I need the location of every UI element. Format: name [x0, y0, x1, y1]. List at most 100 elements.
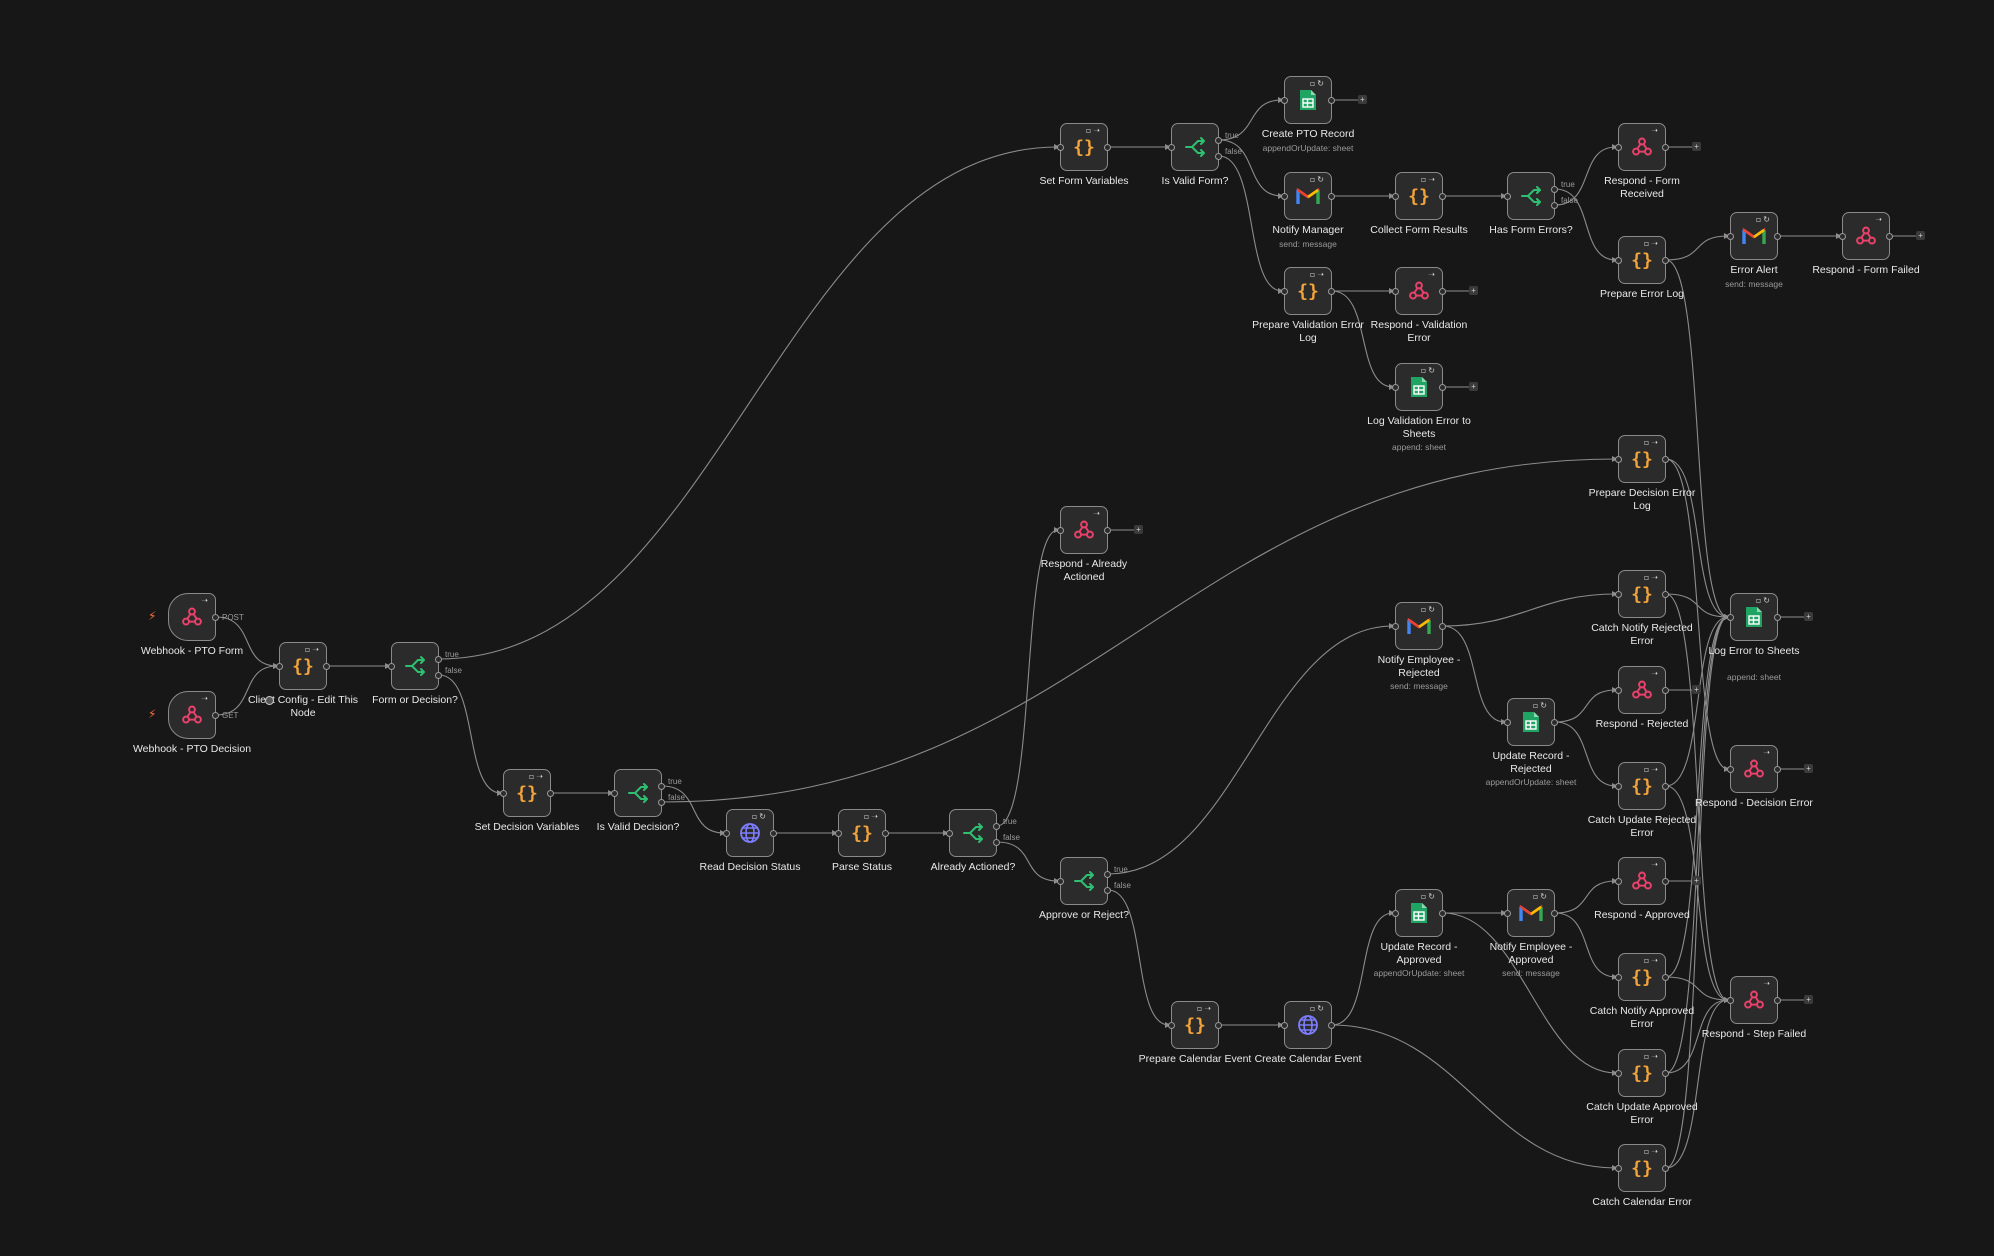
input-port[interactable]: [1504, 719, 1511, 726]
node-upd-app[interactable]: ▫↻: [1392, 889, 1446, 937]
input-port[interactable]: [1615, 783, 1622, 790]
node-already[interactable]: [946, 809, 1000, 857]
output-port[interactable]: [1439, 384, 1446, 391]
node-upd-rej[interactable]: ▫↻: [1504, 698, 1558, 746]
output-port[interactable]: [323, 663, 330, 670]
node-readdec[interactable]: ▫↻: [723, 809, 777, 857]
node-catch-cal[interactable]: {}▫➝: [1615, 1144, 1669, 1192]
node-resp-dec-err[interactable]: ➝: [1727, 745, 1781, 793]
output-port[interactable]: [1662, 144, 1669, 151]
connection-edge[interactable]: [1665, 259, 1729, 618]
node-resp-step[interactable]: ➝: [1727, 976, 1781, 1024]
output-port[interactable]: [435, 656, 442, 663]
input-port[interactable]: [1615, 257, 1622, 264]
output-port[interactable]: [1551, 202, 1558, 209]
node-create-cal[interactable]: ▫↻: [1281, 1001, 1335, 1049]
output-port[interactable]: [658, 783, 665, 790]
input-port[interactable]: [1392, 623, 1399, 630]
output-port[interactable]: [1662, 1070, 1669, 1077]
output-port[interactable]: [435, 672, 442, 679]
input-port[interactable]: [1615, 878, 1622, 885]
input-port[interactable]: [1727, 766, 1734, 773]
add-node-button[interactable]: +: [1692, 685, 1701, 694]
input-port[interactable]: [1615, 456, 1622, 463]
node-prep-cal[interactable]: {}▫➝: [1168, 1001, 1222, 1049]
output-port[interactable]: [1662, 591, 1669, 598]
input-port[interactable]: [1615, 1165, 1622, 1172]
output-port[interactable]: [1439, 193, 1446, 200]
input-port[interactable]: [723, 830, 730, 837]
add-node-button[interactable]: +: [1692, 876, 1701, 885]
input-port[interactable]: [1615, 144, 1622, 151]
output-port[interactable]: [1104, 144, 1111, 151]
output-port[interactable]: [1551, 910, 1558, 917]
output-port[interactable]: [1439, 910, 1446, 917]
input-port[interactable]: [1615, 1070, 1622, 1077]
input-port[interactable]: [1615, 687, 1622, 694]
input-port[interactable]: [1727, 614, 1734, 621]
input-port[interactable]: [1281, 193, 1288, 200]
connection-edge[interactable]: [438, 674, 502, 794]
output-port[interactable]: [1662, 1165, 1669, 1172]
add-node-button[interactable]: +: [1804, 764, 1813, 773]
output-port[interactable]: [1215, 137, 1222, 144]
input-port[interactable]: [1392, 910, 1399, 917]
add-node-button[interactable]: +: [1916, 231, 1925, 240]
output-port[interactable]: [1328, 97, 1335, 104]
node-wh-form[interactable]: ➝: [168, 593, 219, 641]
node-validform[interactable]: [1168, 123, 1222, 171]
node-resp-app[interactable]: ➝: [1615, 857, 1669, 905]
output-port[interactable]: [547, 790, 554, 797]
connection-edge[interactable]: [1665, 976, 1729, 1001]
node-err-alert[interactable]: ▫↻: [1727, 212, 1781, 260]
output-port[interactable]: [770, 830, 777, 837]
output-port[interactable]: [1328, 288, 1335, 295]
node-notifymgr[interactable]: ▫↻: [1281, 172, 1335, 220]
add-node-button[interactable]: +: [1469, 382, 1478, 391]
node-notify-app[interactable]: ▫↻: [1504, 889, 1558, 937]
output-port[interactable]: [1662, 456, 1669, 463]
output-port[interactable]: [1439, 623, 1446, 630]
connection-edge[interactable]: [215, 616, 278, 667]
output-port[interactable]: [1774, 614, 1781, 621]
node-catch-nr[interactable]: {}▫➝: [1615, 570, 1669, 618]
connection-edge[interactable]: [1107, 625, 1394, 875]
output-port[interactable]: [212, 614, 219, 621]
input-port[interactable]: [388, 663, 395, 670]
node-client[interactable]: {}▫➝: [276, 642, 330, 690]
input-port[interactable]: [1839, 233, 1846, 240]
add-node-button[interactable]: +: [1804, 612, 1813, 621]
output-port[interactable]: [1328, 1022, 1335, 1029]
input-port[interactable]: [1615, 974, 1622, 981]
add-node-button[interactable]: +: [1804, 995, 1813, 1004]
input-port[interactable]: [1168, 1022, 1175, 1029]
connection-edge[interactable]: [1665, 458, 1729, 618]
input-port[interactable]: [1615, 591, 1622, 598]
input-port[interactable]: [1727, 997, 1734, 1004]
node-resp-recv[interactable]: ➝: [1615, 123, 1669, 171]
output-port[interactable]: [1662, 974, 1669, 981]
input-port[interactable]: [500, 790, 507, 797]
output-port[interactable]: [1774, 997, 1781, 1004]
node-catch-ur[interactable]: {}▫➝: [1615, 762, 1669, 810]
output-port[interactable]: [1215, 153, 1222, 160]
input-port[interactable]: [1057, 878, 1064, 885]
output-port[interactable]: [1215, 1022, 1222, 1029]
node-wh-dec[interactable]: ➝: [168, 691, 219, 739]
output-port[interactable]: [212, 712, 219, 719]
output-port[interactable]: [1662, 687, 1669, 694]
node-resp-val[interactable]: ➝: [1392, 267, 1446, 315]
node-validdec[interactable]: [611, 769, 665, 817]
node-formdec[interactable]: [388, 642, 442, 690]
output-port[interactable]: [1774, 766, 1781, 773]
input-port[interactable]: [1727, 233, 1734, 240]
output-port[interactable]: [1774, 233, 1781, 240]
output-port[interactable]: [882, 830, 889, 837]
add-node-button[interactable]: +: [1358, 95, 1367, 104]
output-port[interactable]: [993, 823, 1000, 830]
node-prep-err[interactable]: {}▫➝: [1615, 236, 1669, 284]
node-resp-failed[interactable]: ➝: [1839, 212, 1893, 260]
output-port[interactable]: [1328, 193, 1335, 200]
connection-edge[interactable]: [438, 146, 1059, 660]
